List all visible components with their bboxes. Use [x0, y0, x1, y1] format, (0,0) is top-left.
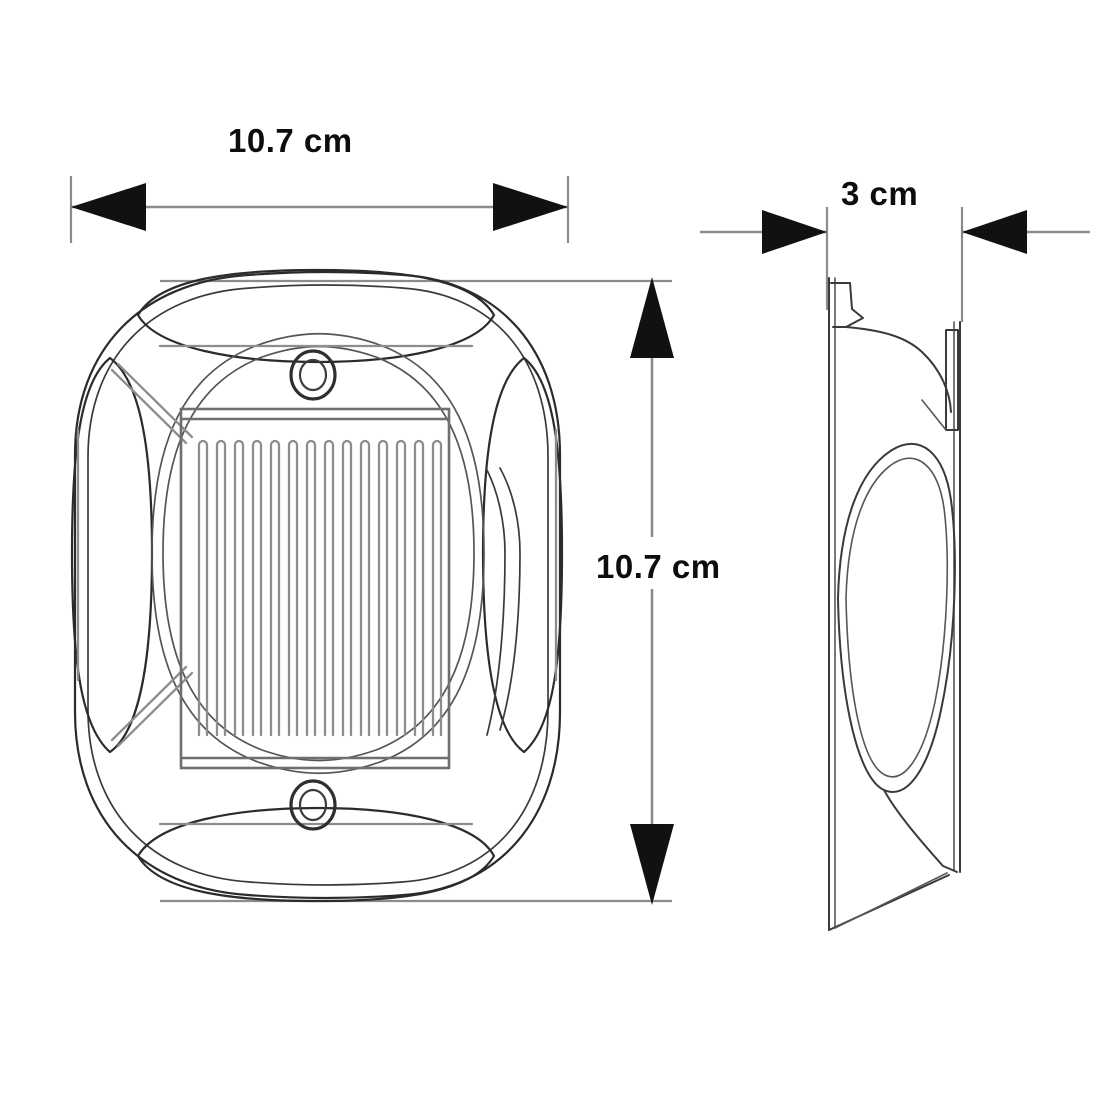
solar-panel-rib: [377, 439, 389, 737]
mounting-tab-right: [945, 329, 959, 431]
corner-rib-top-left: [110, 368, 188, 445]
mounting-tab-right-edge: [921, 399, 947, 431]
right-edge-notch: [486, 469, 506, 736]
corner-rib-bottom-left-2: [116, 671, 194, 748]
side-depth-dimension: 3 cm: [700, 175, 1090, 322]
lens-bulge-top: [136, 268, 496, 364]
solar-panel-rib: [413, 439, 425, 737]
solar-panel-rib: [431, 439, 443, 737]
screw-hole-bottom: [289, 779, 337, 831]
side-bottom-edge-inner: [834, 872, 948, 929]
solar-panel-rib: [287, 439, 299, 737]
solar-panel-rib: [269, 439, 281, 737]
depth-dimension-label: 3 cm: [841, 175, 918, 212]
width-dimension-label: 10.7 cm: [228, 122, 353, 159]
lens-bulge-left: [70, 356, 154, 754]
mounting-tab-top: [830, 282, 864, 328]
height-dimension-label: 10.7 cm: [596, 548, 721, 585]
side-view: [828, 277, 961, 931]
side-arrow-left-icon: [962, 210, 1027, 254]
arrow-left-icon: [71, 183, 146, 231]
arrow-right-icon: [493, 183, 568, 231]
solar-panel-rib: [233, 439, 245, 737]
lens-bulge-bottom: [136, 806, 496, 903]
side-arrow-right-icon: [762, 210, 827, 254]
screw-hole-bottom-inner-ring: [298, 788, 328, 822]
arrow-up-icon: [630, 277, 674, 358]
front-view: [70, 268, 564, 903]
screw-hole-bottom-outer-ring: [289, 779, 337, 831]
lens-bulge-right: [481, 356, 564, 754]
solar-panel-rib: [341, 439, 353, 737]
corner-rib-bottom-left: [110, 665, 188, 742]
screw-hole-top-inner-ring: [298, 358, 328, 392]
solar-panel-rib: [323, 439, 335, 737]
front-width-dimension: 10.7 cm: [69, 122, 570, 243]
lens-profile: [837, 442, 956, 793]
solar-panel-rib: [395, 439, 407, 737]
front-height-dimension: 10.7 cm: [588, 277, 726, 905]
label-backdrop: [588, 537, 726, 589]
solar-panel-ribs: [197, 439, 443, 737]
solar-panel-rib: [197, 439, 209, 737]
solar-panel-rib: [305, 439, 317, 737]
screw-hole-top: [289, 349, 337, 401]
side-bottom-foot: [883, 789, 958, 873]
solar-panel-rib: [215, 439, 227, 737]
corner-rib-top-left-2: [116, 362, 194, 439]
right-edge-notch-2: [499, 467, 521, 731]
solar-panel-rib: [251, 439, 263, 737]
outer-shell-outline: [73, 270, 562, 900]
arrow-down-icon: [630, 824, 674, 905]
lens-profile-inner: [845, 457, 949, 778]
solar-panel-frame: [179, 407, 451, 770]
inner-body-outline-2: [162, 345, 475, 762]
solar-panel-rib: [359, 439, 371, 737]
screw-hole-top-outer-ring: [289, 349, 337, 401]
side-top-shoulder: [845, 326, 952, 413]
solar-panel: [179, 407, 451, 770]
corner-ribs: [110, 362, 194, 748]
